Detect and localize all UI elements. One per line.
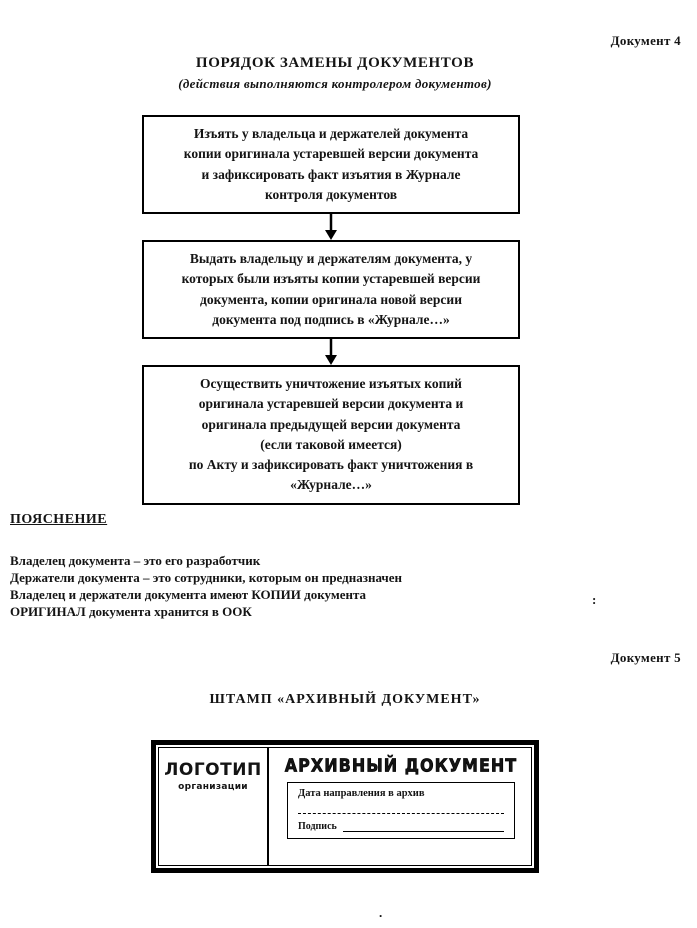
document-5-label: Документ 5 <box>610 650 681 665</box>
down-arrow-icon <box>324 212 338 245</box>
explanation-paragraph: Владелец документа – это его разработчик… <box>10 552 570 620</box>
stamp-logo-cell: ЛОГОТИП организации <box>159 748 269 865</box>
scan-artifact: : <box>592 592 597 607</box>
explanation-line: Владелец и держатели документа имеют КОП… <box>10 587 367 602</box>
stamp-section-title: ШТАМП «АРХИВНЫЙ ДОКУМЕНТ» <box>209 692 481 707</box>
explanation-line: Держатели документа – это сотрудники, ко… <box>10 570 403 585</box>
stamp-signature-row: Подпись <box>298 821 504 832</box>
document-4-label: Документ 4 <box>610 33 681 48</box>
flowchart-title: ПОРЯДОК ЗАМЕНЫ ДОКУМЕНТОВ <box>195 55 475 71</box>
stamp-logo-subtext: организации <box>178 782 248 792</box>
flowchart-subtitle: (действия выполняются контролером докуме… <box>178 76 492 91</box>
stamp-signature-label: Подпись <box>298 821 337 832</box>
flowchart-step-1-text: Изъять у владельца и держателей документ… <box>183 126 479 202</box>
scan-artifact: . <box>379 905 383 920</box>
stamp-logo-text: ЛОГОТИП <box>164 760 262 780</box>
explanation-line: ОРИГИНАЛ документа хранится в ООК <box>10 604 252 619</box>
stamp-date-box: Дата направления в архив Подпись <box>287 782 515 839</box>
explanation-line: Владелец документа – это его разработчик <box>10 553 261 568</box>
stamp-heading-text: АРХИВНЫЙ ДОКУМЕНТ <box>284 754 518 777</box>
flowchart-step-3-text: Осуществить уничтожение изъятых копий ор… <box>188 376 474 493</box>
stamp-content-cell: АРХИВНЫЙ ДОКУМЕНТ Дата направления в арх… <box>269 748 531 865</box>
explanation-heading: ПОЯСНЕНИЕ <box>10 512 108 527</box>
flowchart-step-1: Изъять у владельца и держателей документ… <box>142 115 520 214</box>
stamp-date-label: Дата направления в архив <box>298 788 425 799</box>
flowchart-step-2: Выдать владельцу и держателям документа,… <box>142 240 520 339</box>
flowchart-step-3: Осуществить уничтожение изъятых копий ор… <box>142 365 520 505</box>
archive-stamp-inner-frame: ЛОГОТИП организации АРХИВНЫЙ ДОКУМЕНТ Да… <box>158 747 532 866</box>
flowchart-step-2-text: Выдать владельцу и держателям документа,… <box>181 251 481 327</box>
stamp-dashed-line <box>298 813 504 814</box>
down-arrow-icon <box>324 337 338 370</box>
stamp-signature-line <box>342 821 504 832</box>
archive-stamp: ЛОГОТИП организации АРХИВНЫЙ ДОКУМЕНТ Да… <box>151 740 539 873</box>
